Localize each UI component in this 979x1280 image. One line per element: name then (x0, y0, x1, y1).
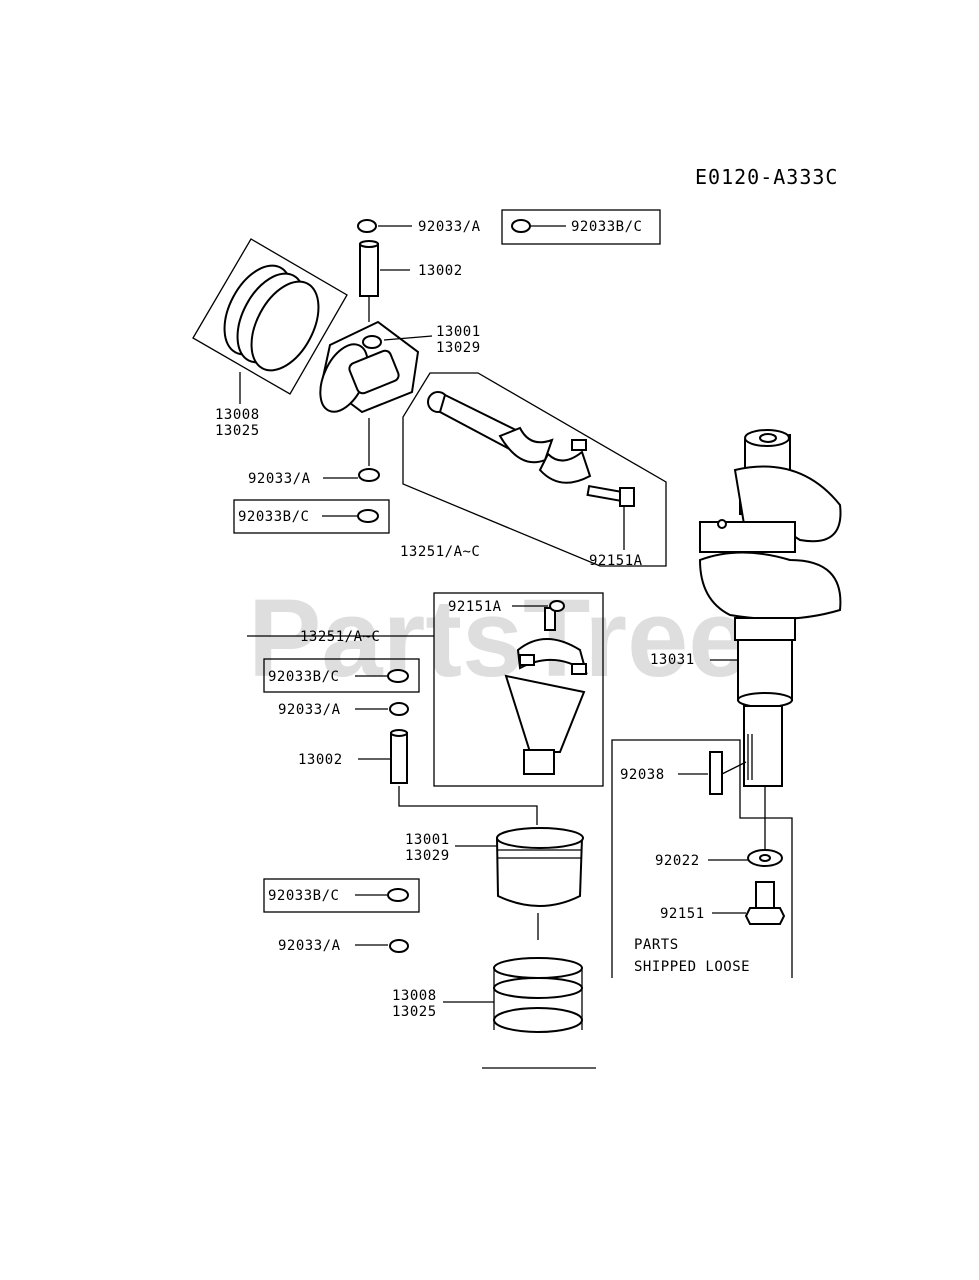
washer-icon[interactable] (747, 849, 783, 867)
box-top-rod (402, 372, 667, 567)
rod-bolt-icon[interactable] (544, 600, 565, 631)
label-bottom-clip-bc-lower[interactable]: 92033B/C (268, 888, 339, 904)
box-top-clip-bc-lower (233, 499, 390, 534)
piston-pin-icon[interactable] (390, 729, 408, 784)
label-bottom-clip-a-lower[interactable]: 92033/A (278, 938, 341, 954)
connecting-rod-icon[interactable] (504, 638, 588, 775)
note-line-2: SHIPPED LOOSE (634, 959, 750, 975)
label-top-rod-bolt[interactable]: 92151A (589, 553, 643, 569)
label-top-clip-a[interactable]: 92033/A (418, 219, 481, 235)
circlip-icon[interactable] (387, 669, 409, 683)
label-top-piston-2[interactable]: 13029 (436, 340, 481, 356)
label-top-clip-bc-lower[interactable]: 92033B/C (238, 509, 309, 525)
box-top-rings (192, 238, 348, 395)
circlip-icon[interactable] (387, 888, 409, 902)
circlip-icon[interactable] (389, 939, 409, 953)
box-bottom-clip-bc (263, 658, 420, 693)
label-bottom-piston-2[interactable]: 13029 (405, 848, 450, 864)
circlip-icon[interactable] (358, 468, 380, 482)
circlip-icon[interactable] (389, 702, 409, 716)
connecting-rod-icon[interactable] (427, 391, 592, 484)
label-top-rod[interactable]: 13251/A~C (400, 544, 480, 560)
crankshaft-icon[interactable] (698, 429, 842, 787)
diagram-code: E0120-A333C (695, 165, 838, 189)
label-bottom-rings-2[interactable]: 13025 (392, 1004, 437, 1020)
label-top-rings-2[interactable]: 13025 (215, 423, 260, 439)
piston-icon[interactable] (495, 827, 584, 907)
label-bottom-clip-a[interactable]: 92033/A (278, 702, 341, 718)
piston-rings-icon[interactable] (211, 254, 333, 381)
circlip-icon[interactable] (357, 509, 379, 523)
key-icon[interactable] (709, 734, 753, 795)
label-bottom-rod-bolt[interactable]: 92151A (448, 599, 502, 615)
circlip-icon[interactable] (511, 219, 531, 233)
piston-rings-icon[interactable] (493, 957, 583, 1033)
label-top-clip-a-lower[interactable]: 92033/A (248, 471, 311, 487)
rod-bolt-icon[interactable] (586, 484, 635, 507)
label-bottom-rings-1[interactable]: 13008 (392, 988, 437, 1004)
label-top-pin[interactable]: 13002 (418, 263, 463, 279)
box-bottom-clip-bc-lower (263, 878, 420, 913)
label-bottom-clip-bc[interactable]: 92033B/C (268, 669, 339, 685)
piston-icon[interactable] (311, 320, 420, 419)
label-bottom-pin[interactable]: 13002 (298, 752, 343, 768)
circlip-icon[interactable] (357, 219, 377, 233)
label-bottom-rod[interactable]: 13251/A~C (300, 629, 380, 645)
bolt-icon[interactable] (744, 881, 786, 925)
label-bolt[interactable]: 92151 (660, 906, 705, 922)
label-top-clip-bc[interactable]: 92033B/C (571, 219, 642, 235)
label-top-piston-1[interactable]: 13001 (436, 324, 481, 340)
label-top-rings-1[interactable]: 13008 (215, 407, 260, 423)
label-washer[interactable]: 92022 (655, 853, 700, 869)
piston-pin-icon[interactable] (359, 240, 379, 297)
label-key[interactable]: 92038 (620, 767, 665, 783)
box-shipped-loose (611, 739, 793, 978)
label-bottom-piston-1[interactable]: 13001 (405, 832, 450, 848)
note-line-1: PARTS (634, 937, 679, 953)
box-top-clip-bc (501, 209, 661, 245)
box-bottom-rod (433, 592, 604, 787)
label-crankshaft[interactable]: 13031 (650, 652, 695, 668)
watermark: PartsTree (248, 577, 749, 700)
